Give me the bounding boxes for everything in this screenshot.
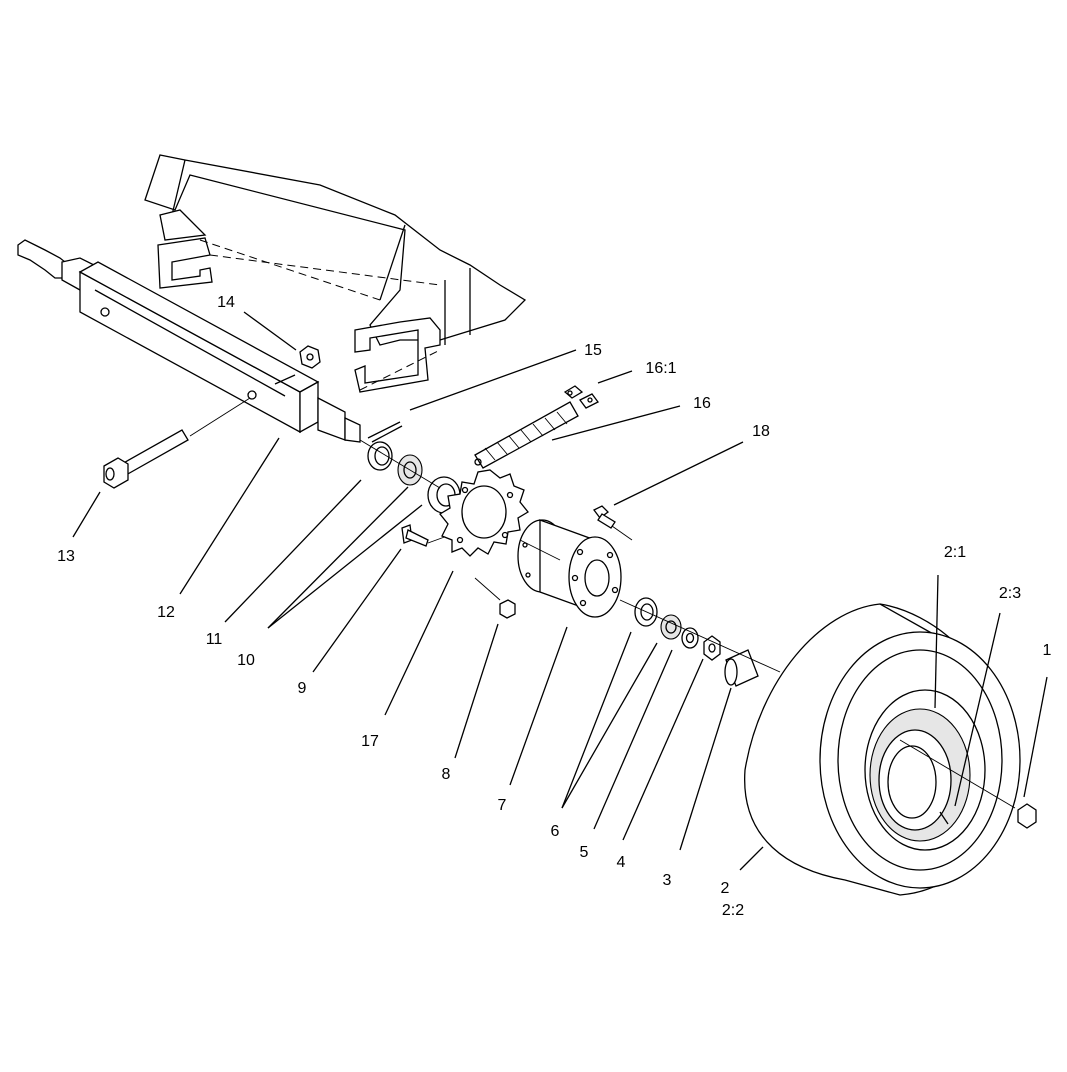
wheel-tire-2 [744,603,1021,896]
callout-12: 12 [157,604,175,621]
callout-10: 10 [237,652,255,669]
lug-nut-1 [1017,803,1037,829]
callout-7: 7 [498,797,507,814]
callout-13: 13 [57,548,75,565]
callout-labels: 1 2 2:2 2:1 2:3 3 4 5 6 7 8 9 10 11 12 1… [57,294,1051,919]
nut-8 [474,577,516,619]
callout-8: 8 [442,766,451,783]
frame-housing [144,154,527,393]
castle-nut-4 [703,635,721,661]
callout-2-1: 2:1 [944,544,966,561]
nut-14 [299,345,321,369]
chain-16 [474,401,579,469]
assembly-axis [359,439,1016,809]
dust-cap-3 [724,649,759,687]
sprocket-17 [439,469,529,557]
washer-5 [681,627,699,649]
leader-lines [72,311,1048,871]
callout-6: 6 [551,823,560,840]
seal-11 [367,441,393,471]
bolt-13 [103,397,251,489]
callout-16: 16 [693,395,711,412]
callout-9: 9 [298,680,307,697]
callout-3: 3 [663,872,672,889]
connector-link-16-1 [563,385,599,409]
outer-bearing-6 [634,597,682,640]
callout-2: 2 [721,880,730,897]
wheel-stud-18 [593,505,633,541]
callout-1: 1 [1043,642,1052,659]
cotter-pin-15 [367,421,403,443]
callout-11: 11 [206,631,223,648]
callout-17: 17 [361,733,379,750]
axle-spindle [17,239,361,443]
callout-2-2: 2:2 [722,902,744,919]
hub-7 [517,519,622,618]
callout-4: 4 [617,854,626,871]
callout-14: 14 [217,294,235,311]
callout-18: 18 [752,423,770,440]
callout-16-1: 16:1 [645,360,676,377]
callout-5: 5 [580,844,589,861]
callout-2-3: 2:3 [999,585,1021,602]
callout-15: 15 [584,342,602,359]
bolt-9 [401,524,451,547]
